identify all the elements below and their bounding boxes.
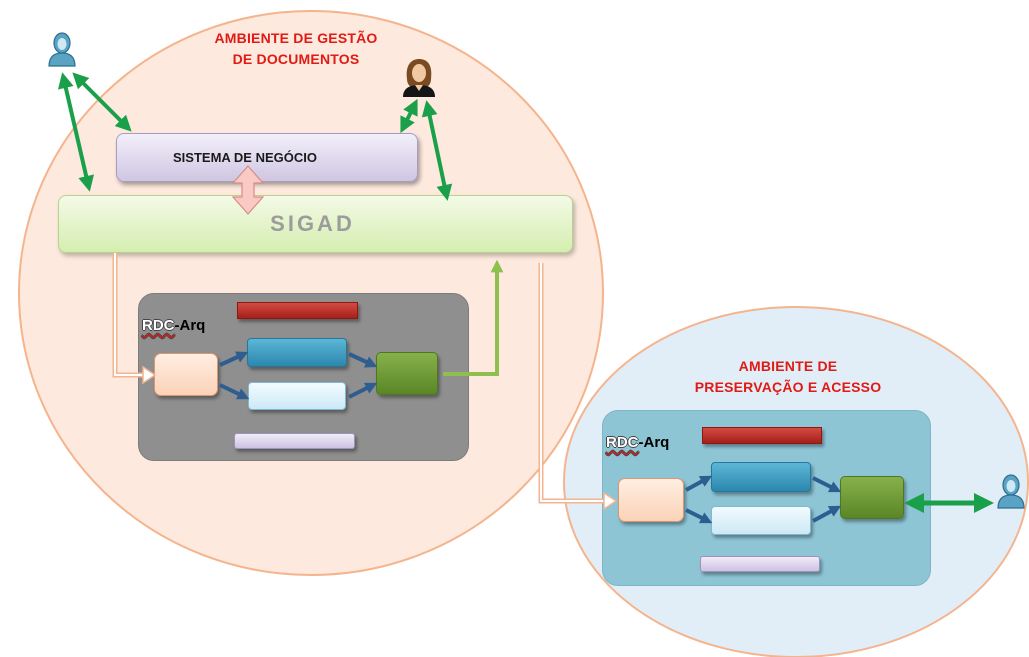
document-management-title-line1: AMBIENTE DE GESTÃO	[214, 30, 378, 46]
repository-storage-block	[247, 338, 347, 367]
repository-admin-bar	[234, 433, 355, 449]
repository-access-block	[376, 352, 438, 395]
document-management-title: AMBIENTE DE GESTÃO DE DOCUMENTOS	[188, 28, 404, 70]
rdc-arq-suffix: -Arq	[174, 317, 206, 334]
repository-metadata-block	[248, 382, 346, 410]
preservation-header-bar	[702, 427, 822, 444]
preservation-admin-bar	[700, 556, 820, 572]
business-system-box: SISTEMA DE NEGÓCIO	[116, 133, 418, 182]
document-management-title-line2: DE DOCUMENTOS	[232, 51, 360, 67]
preservation-storage-block	[711, 462, 811, 492]
preservation-title: AMBIENTE DE PRESERVAÇÃO E ACESSO	[666, 356, 910, 398]
rdc-arq-prefix: RDC	[606, 434, 639, 451]
rdc-arq-label-preservation: RDC-Arq	[606, 434, 669, 451]
business-system-label: SISTEMA DE NEGÓCIO	[173, 150, 317, 165]
preservation-title-line2: PRESERVAÇÃO E ACESSO	[694, 379, 882, 395]
rdc-arq-prefix: RDC	[142, 317, 175, 334]
rdc-arq-label-management: RDC-Arq	[142, 317, 205, 334]
sigad-label: SIGAD	[270, 211, 355, 236]
preservation-access-block	[840, 476, 904, 519]
repository-ingest-block	[154, 353, 218, 396]
user-silhouette-icon	[48, 32, 76, 67]
user-woman-icon	[403, 59, 435, 97]
repository-header-bar	[237, 302, 358, 319]
preservation-title-line1: AMBIENTE DE	[738, 358, 838, 374]
preservation-metadata-block	[711, 506, 811, 535]
sigad-box: SIGAD	[58, 195, 573, 253]
rdc-arq-suffix: -Arq	[638, 434, 670, 451]
user-silhouette-icon	[997, 474, 1025, 509]
preservation-ingest-block	[618, 478, 684, 522]
